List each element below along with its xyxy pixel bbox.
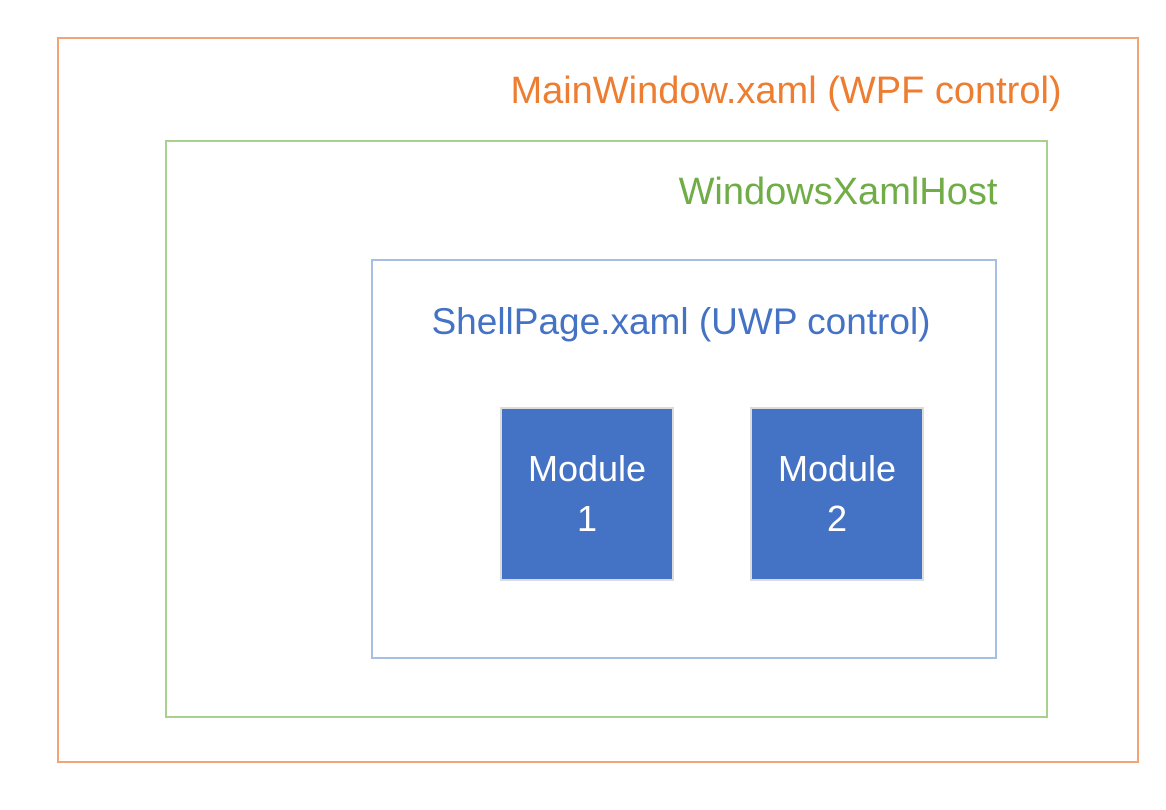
shellpage-box: ShellPage.xaml (UWP control) Module 1 Mo… [371, 259, 997, 659]
module-1-label-line1: Module [527, 448, 647, 489]
windowsxamlhost-label: WindowsXamlHost [678, 171, 998, 213]
mainwindow-label: MainWindow.xaml (WPF control) [510, 70, 1062, 112]
mainwindow-box: MainWindow.xaml (WPF control) WindowsXam… [57, 37, 1139, 763]
module-2-label-line2: 2 [826, 498, 848, 539]
shellpage-label: ShellPage.xaml (UWP control) [431, 301, 931, 342]
windowsxamlhost-box: WindowsXamlHost ShellPage.xaml (UWP cont… [165, 140, 1048, 718]
module-1-box: Module 1 [500, 407, 674, 581]
module-2-box: Module 2 [750, 407, 924, 581]
module-1-label-line2: 1 [576, 498, 598, 539]
module-2-label-line1: Module [777, 448, 897, 489]
